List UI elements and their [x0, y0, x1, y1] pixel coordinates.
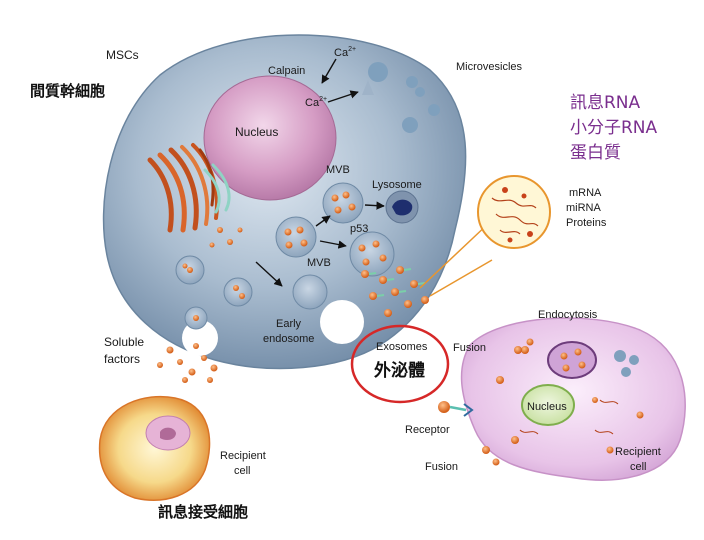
recipient-cell-right: [460, 317, 686, 481]
cargo-cn-label-3: 蛋白質: [570, 143, 621, 163]
nucleus: [203, 75, 337, 201]
lysosome: [385, 190, 419, 224]
early-endosome-label-2: endosome: [263, 333, 314, 345]
mscs-label: MSCs: [106, 48, 139, 62]
nucleus-label: Nucleus: [235, 125, 278, 139]
endoplasmic-reticulum: [203, 163, 231, 214]
endocytosis-label: Endocytosis: [538, 309, 598, 321]
early-endosome: [292, 274, 328, 310]
cargo-mirna-label: miRNA: [566, 202, 601, 214]
msc-cell: [102, 34, 467, 370]
ca-mid-label: Ca2+: [305, 96, 327, 109]
fusion-bottom-label: Fusion: [425, 461, 458, 473]
recipient-right-label-2: cell: [630, 461, 647, 473]
secretory-vesicles: [209, 227, 243, 248]
fusion-top-label: Fusion: [453, 342, 486, 354]
cargo-inset: [419, 175, 551, 297]
cargo-mrna-label: mRNA: [569, 187, 602, 199]
mvb-top: [322, 182, 364, 224]
p53-label: p53: [350, 223, 368, 235]
receptor: [438, 401, 474, 417]
lysosome-label: Lysosome: [372, 179, 422, 191]
recipient-cell-left: [98, 395, 211, 501]
recipient-right-label-1: Recipient: [615, 446, 661, 458]
soluble-factors-label-2: factors: [104, 352, 140, 366]
exosomes-highlight: [350, 324, 450, 404]
soluble-factors-label-1: Soluble: [104, 335, 144, 349]
recipient-left-label-1: Recipient: [220, 450, 266, 462]
exosomes-label: Exosomes: [376, 341, 428, 353]
mscs-cn-label: 間質幹細胞: [30, 82, 105, 100]
pathway-arrows: [255, 58, 385, 287]
mvb-bottom-label: MVB: [307, 257, 331, 269]
mvb-top-label: MVB: [326, 164, 350, 176]
rna-strands: [491, 197, 539, 235]
cargo-cn-label-1: 訊息RNA: [570, 93, 641, 113]
cytoplasm-vesicles: [175, 255, 253, 330]
calpain-label: Calpain: [268, 65, 305, 77]
soluble-factors: [157, 343, 218, 383]
early-endosome-label-1: Early: [276, 318, 302, 330]
cargo-cn-label-2: 小分子RNA: [570, 118, 658, 138]
microvesicles-label: Microvesicles: [456, 61, 523, 73]
ca-top-label: Ca2+: [334, 46, 356, 59]
receptor-label: Receptor: [405, 424, 450, 436]
mvb-p53: [349, 231, 395, 277]
microvesicles: [362, 62, 440, 133]
mvb-middle: [275, 216, 317, 258]
fusing-exosomes: [482, 338, 534, 466]
released-exosomes: [361, 266, 429, 317]
exosomes-cn-label: 外泌體: [374, 360, 425, 381]
recipient-cn-label: 訊息接受細胞: [158, 503, 248, 521]
recipient-left-label-2: cell: [234, 465, 251, 477]
cargo-proteins-label: Proteins: [566, 217, 607, 229]
recipient-nucleus-label: Nucleus: [527, 401, 567, 413]
